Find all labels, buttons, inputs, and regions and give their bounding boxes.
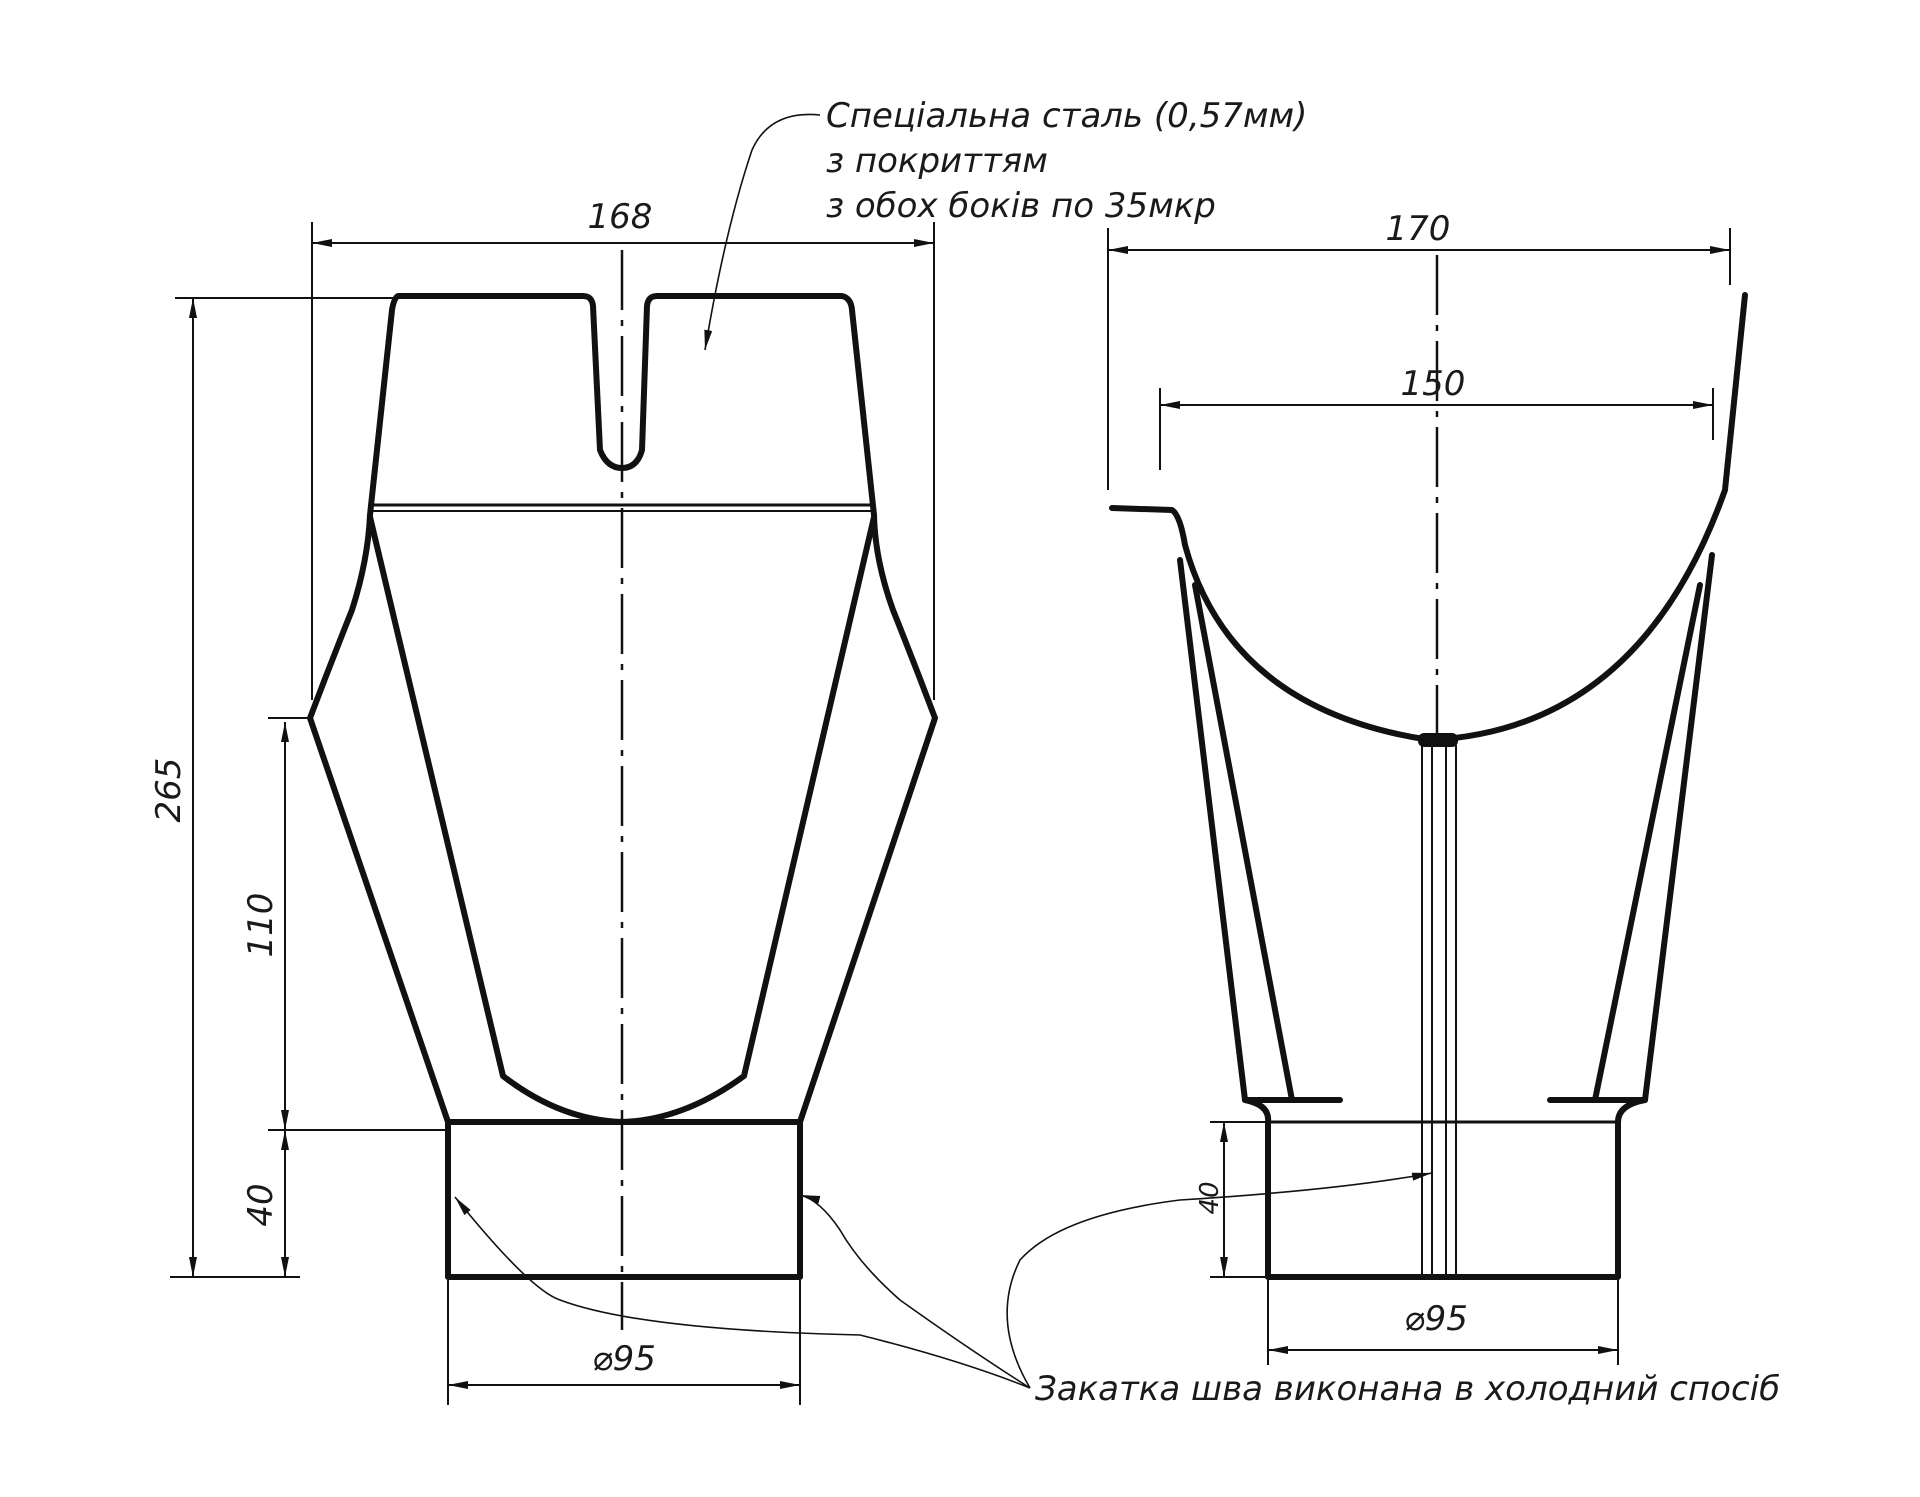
material-line-3: з обох боків по 35мкр — [826, 186, 1216, 226]
seam-leader-3 — [1006, 1172, 1433, 1389]
dim-95-front-label: ⌀95 — [592, 1339, 656, 1379]
material-line-1: Спеціальна сталь (0,57мм) — [826, 96, 1307, 136]
dim-95-side-label: ⌀95 — [1404, 1299, 1468, 1339]
side-pipe — [1242, 1097, 1648, 1280]
dim-40-front-label: 40 — [241, 1183, 281, 1226]
side-view: 170 150 40 ⌀95 — [1107, 209, 1748, 1365]
front-outer-contour — [307, 293, 938, 1125]
material-line-2: з покриттям — [826, 141, 1048, 181]
dim-110-label: 110 — [241, 893, 281, 958]
seam-note: Закатка шва виконана в холодний спосіб — [1035, 1369, 1780, 1409]
dim-265-label: 265 — [149, 758, 189, 823]
side-left-strut-inner — [1192, 582, 1295, 1103]
material-leader — [704, 113, 821, 351]
dim-150-label: 150 — [1401, 364, 1466, 404]
seam-leader-2 — [799, 1194, 1031, 1389]
side-seam-cap — [1418, 733, 1458, 747]
side-bowl — [1109, 292, 1748, 743]
dim-170-label: 170 — [1386, 209, 1451, 249]
annotations: Спеціальна сталь (0,57мм) з покриттям з … — [454, 96, 1780, 1409]
front-pipe — [445, 1119, 803, 1280]
dim-168-label: 168 — [588, 197, 653, 237]
front-view: 168 265 110 40 ⌀95 — [149, 197, 938, 1405]
seam-leader-1 — [454, 1196, 1031, 1389]
side-right-strut-inner — [1592, 582, 1703, 1103]
